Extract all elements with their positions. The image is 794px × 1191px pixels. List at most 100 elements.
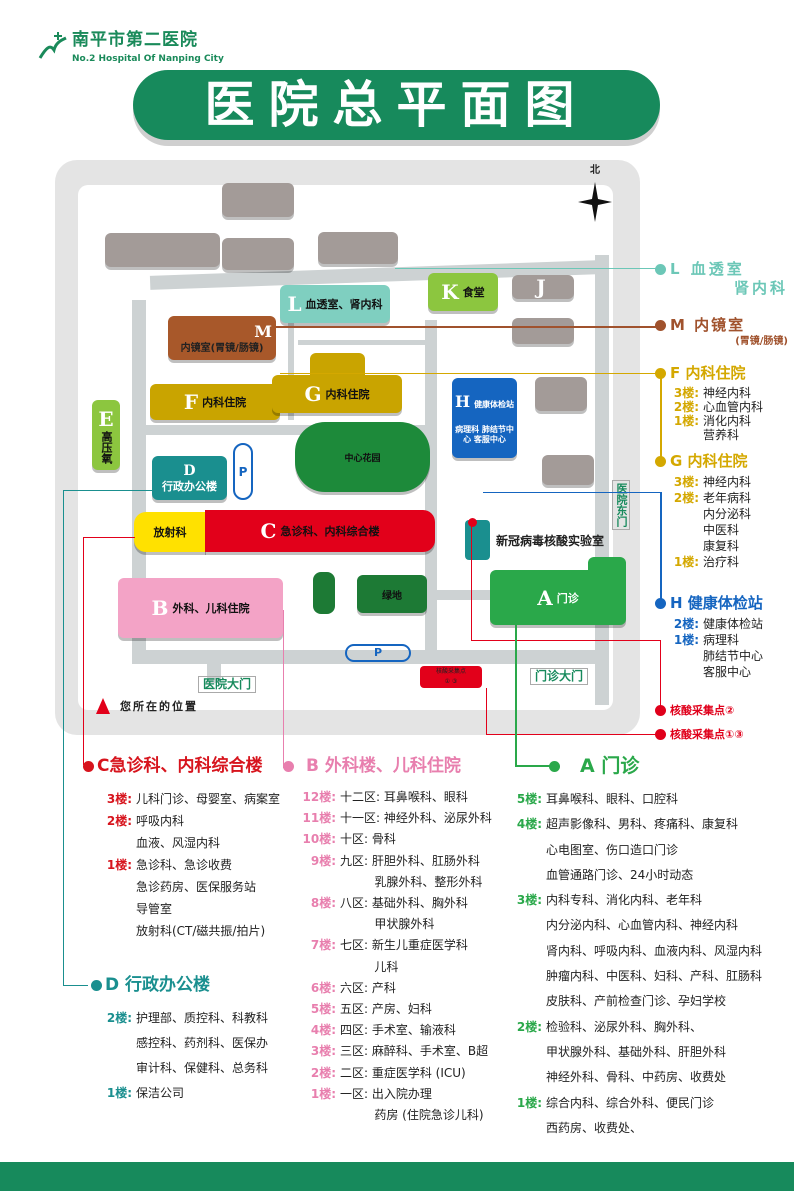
department-text: 健康体检站 <box>703 617 764 631</box>
legend-title: F 内科住院 <box>670 364 746 382</box>
floor-label: 2楼: <box>310 1065 336 1080</box>
department-text: 肿瘤内科、中医科、妇科、产科、肛肠科 <box>546 969 763 984</box>
floor-label <box>300 957 336 978</box>
floor-label <box>673 428 699 442</box>
building-covid-lab[interactable] <box>465 520 490 560</box>
page-title: 医院总平面图 <box>133 70 660 140</box>
department-text: 护理部、质控科、科教科 <box>136 1011 269 1025</box>
floor-label <box>514 989 542 1014</box>
building-letter: A <box>537 585 553 610</box>
floor-label: 4楼: <box>516 817 542 832</box>
covid-lab-label: 新冠病毒核酸实验室 <box>496 534 605 548</box>
legend-title: M 内镜室 <box>670 316 746 334</box>
connector-line <box>660 640 661 710</box>
department-text: 康复科 <box>703 539 740 553</box>
legend-title: H 健康体检站 <box>670 594 763 612</box>
building-label: 急诊科、内科综合楼 <box>280 525 380 538</box>
connector-line <box>660 373 662 461</box>
list-item: 6楼:六区: 产科 <box>300 978 510 999</box>
department-text: 神经内科 <box>703 386 752 400</box>
building-label: 血透室、肾内科 <box>305 298 383 311</box>
department-text: 血管通路门诊、24小时动态 <box>546 867 694 882</box>
building-letter: K <box>441 280 459 304</box>
floor-label: 1楼: <box>673 555 699 569</box>
legend-title: 核酸采集点①③ <box>670 728 744 741</box>
section-c-header: C急诊科、内科综合楼 <box>83 756 262 777</box>
list-item: 5楼:五区: 产房、妇科 <box>300 999 510 1020</box>
floor-label: 2楼: <box>106 1011 132 1025</box>
legend-dot <box>655 705 666 716</box>
department-text: 皮肤科、产前检查门诊、孕妇学校 <box>546 994 727 1009</box>
legend-m: M 内镜室 (胃镜/肠镜) <box>655 316 794 348</box>
building-letter: D <box>183 462 196 479</box>
department-text: 治疗科 <box>703 555 740 569</box>
list-item: 2楼:心血管内科 <box>673 400 794 414</box>
section-title: A 门诊 <box>580 755 640 777</box>
floor-label <box>514 939 542 964</box>
parking-icon: P <box>345 644 411 662</box>
list-item: 2楼:老年病科 <box>673 490 794 506</box>
compass-north: 北 <box>590 165 600 176</box>
department-text: 乳腺外科、整形外科 <box>340 874 483 889</box>
department-text: 药房 (住院急诊儿科) <box>340 1108 484 1123</box>
department-text: 内分泌科 <box>703 507 752 521</box>
department-text: 三区: 麻醉科、手术室、B超 <box>340 1044 489 1059</box>
connector-line <box>395 268 658 269</box>
you-are-here-label: 您所在的位置 <box>120 700 198 713</box>
list-item: 1楼:综合内科、综合外科、便民门诊 <box>514 1091 762 1116</box>
floor-label: 2楼: <box>106 814 132 828</box>
department-text: 一区: 出入院办理 <box>340 1086 432 1101</box>
list-item: 12楼:十二区: 耳鼻喉科、眼科 <box>300 787 510 808</box>
list-item: 1楼:一区: 出入院办理 <box>300 1084 510 1105</box>
department-text: 保洁公司 <box>136 1086 185 1100</box>
list-item: 儿科 <box>300 957 510 978</box>
parking-icon: P <box>233 443 253 500</box>
section-dot <box>549 761 560 772</box>
green-area <box>313 572 335 614</box>
list-item: 肾内科、呼吸内科、血液内科、风湿内科 <box>514 939 762 964</box>
list-item: 客服中心 <box>673 664 794 680</box>
department-text: 心电图室、伤口造口门诊 <box>546 842 679 857</box>
legend-sub: 肾内科 <box>733 279 788 297</box>
section-dot <box>83 761 94 772</box>
list-item: 康复科 <box>673 538 794 554</box>
department-text: 急诊药房、医保服务站 <box>136 880 257 894</box>
legend-dot <box>655 456 666 467</box>
compass-icon <box>578 182 612 222</box>
legend-sample-2: 核酸采集点② <box>655 703 734 718</box>
department-text: 内分泌内科、心血管内科、神经内科 <box>546 918 739 933</box>
floor-label <box>514 1065 542 1090</box>
building-letter: L <box>287 292 302 316</box>
department-text: 神经内科 <box>703 475 752 489</box>
list-item: 药房 (住院急诊儿科) <box>300 1105 510 1126</box>
floor-label <box>100 920 132 942</box>
department-text: 儿科门诊、母婴室、病案室 <box>136 792 281 806</box>
department-text: 超声影像科、男科、疼痛科、康复科 <box>546 817 739 832</box>
building-label: 外科、儿科住院 <box>172 602 250 615</box>
list-item: 血液、风湿内科 <box>100 832 280 854</box>
floor-label: 3楼: <box>516 893 542 908</box>
building-label: 高压氧 <box>100 430 113 464</box>
road <box>437 590 497 600</box>
legend-title: G 内科住院 <box>670 452 748 470</box>
list-item: 1楼: 治疗科 <box>673 554 794 570</box>
list-item: 2楼:检验科、泌尿外科、胸外科、 <box>514 1015 762 1040</box>
building-radiology[interactable]: 放射科 <box>134 512 206 552</box>
floor-label <box>300 872 336 893</box>
legend-dot <box>655 320 666 331</box>
floor-label <box>673 522 699 538</box>
list-item: 中医科 <box>673 522 794 538</box>
section-dot <box>91 980 102 991</box>
